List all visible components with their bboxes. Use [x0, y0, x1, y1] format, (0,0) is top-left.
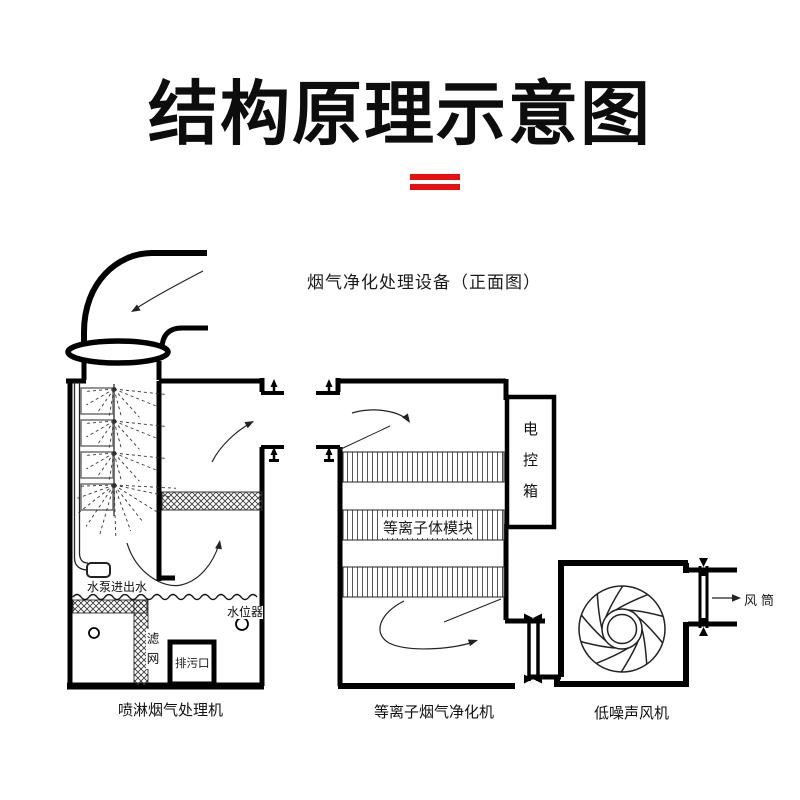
spray-unit-caption: 喷淋烟气处理机 [118, 702, 224, 719]
plasma-unit-outline [316, 378, 545, 689]
demister-band [161, 491, 263, 511]
flow-arrows-plasma [340, 409, 502, 650]
spray-unit-outline [65, 250, 284, 690]
spray-jets [74, 388, 176, 537]
water-level-label: 水位器 [227, 605, 264, 619]
red-equals-icon [410, 174, 460, 180]
plasma-module-bands [342, 451, 505, 598]
drain-outlet-label: 排污口 [175, 658, 210, 670]
flow-arrows-spray [126, 270, 254, 587]
fan-impeller-icon [578, 585, 666, 673]
plasma-module-label: 等离子体模块 [381, 517, 476, 538]
pump-water-label: 水泵进出水 [87, 580, 148, 594]
diagram-subtitle: 烟气净化处理设备（正面图） [307, 273, 541, 292]
fan-unit-caption: 低噪声风机 [594, 705, 670, 722]
fan-inlet-connector [524, 613, 561, 684]
spray-nozzle-column [80, 384, 116, 516]
red-equals-icon [410, 184, 460, 190]
page-title: 结构原理示意图 [148, 75, 652, 153]
fan-unit-outline [554, 558, 737, 687]
outlet-arrow [712, 594, 741, 602]
air-duct-label: 风筒 [744, 593, 779, 608]
plasma-unit-caption: 等离子烟气净化机 [374, 704, 495, 721]
pump-pipe [73, 382, 111, 578]
control-box-label: 电控箱 [522, 421, 538, 500]
filter-net-label: 滤网 [146, 629, 160, 669]
water-basin [72, 593, 258, 686]
drain-and-sensors [88, 617, 249, 687]
control-box-outline [504, 394, 557, 530]
